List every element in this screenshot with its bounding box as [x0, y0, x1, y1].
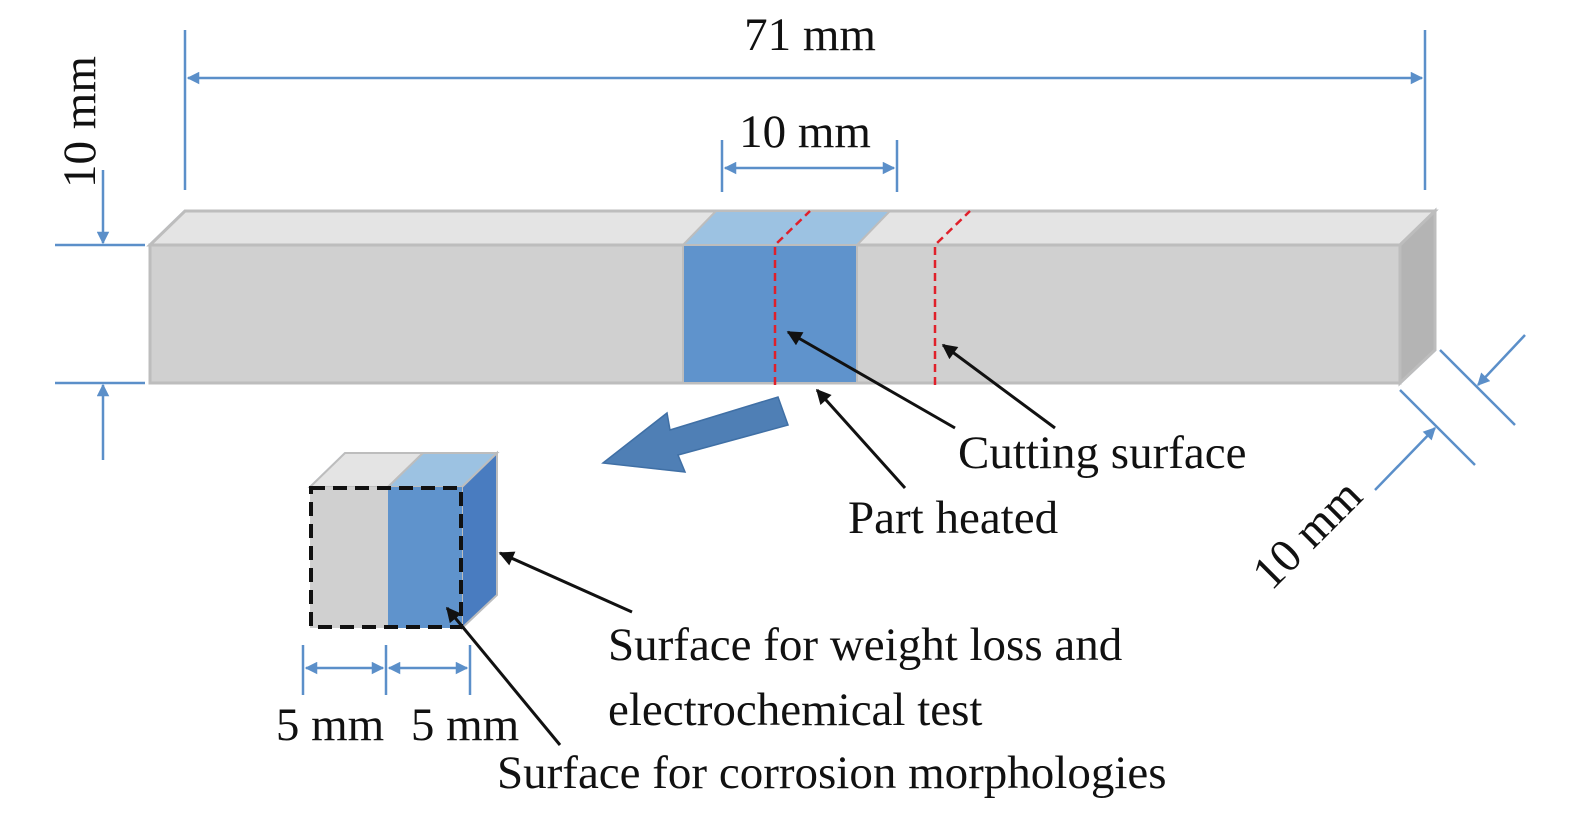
dimension-length-label: 71 mm: [744, 9, 876, 61]
label-cutting-surface: Cutting surface: [958, 427, 1246, 479]
dimension-half-left-label: 5 mm: [276, 699, 384, 751]
dimension-length: [183, 30, 1427, 190]
label-weight-loss-line1: Surface for weight loss and: [608, 619, 1122, 671]
specimen-bar: [146, 207, 1439, 387]
dimension-height-label: 10 mm: [54, 56, 106, 188]
leader-cutting-1: [786, 330, 956, 430]
cut-line-2: [933, 210, 971, 385]
cut-line-1: [773, 210, 811, 385]
label-part-heated: Part heated: [848, 492, 1058, 544]
dimension-depth-label: 10 mm: [1242, 469, 1372, 599]
label-corrosion: Surface for corrosion morphologies: [497, 747, 1167, 799]
heated-zone-top: [680, 210, 893, 246]
dimension-heated-width: [720, 140, 899, 192]
leader-part-heated: [815, 388, 907, 490]
dimension-half-right-label: 5 mm: [411, 699, 519, 751]
leader-arrows: [445, 330, 1056, 746]
dimension-depth: [1374, 334, 1526, 491]
cube-front-blue: [388, 487, 462, 628]
cube-front-dashed-outline: [309, 486, 463, 629]
cut-sample-cube: [307, 450, 500, 631]
leader-cutting-2: [941, 343, 1056, 430]
heated-zone-front: [682, 244, 858, 384]
label-weight-loss-line2: electrochemical test: [608, 684, 983, 736]
leader-weight-loss: [498, 551, 633, 614]
leader-corrosion: [445, 606, 562, 746]
dimension-halves: [301, 645, 472, 695]
extraction-arrow: [601, 396, 789, 473]
dimension-height: [55, 170, 145, 460]
dimension-heated-width-label: 10 mm: [739, 106, 871, 158]
cube-front-gray: [310, 487, 388, 628]
